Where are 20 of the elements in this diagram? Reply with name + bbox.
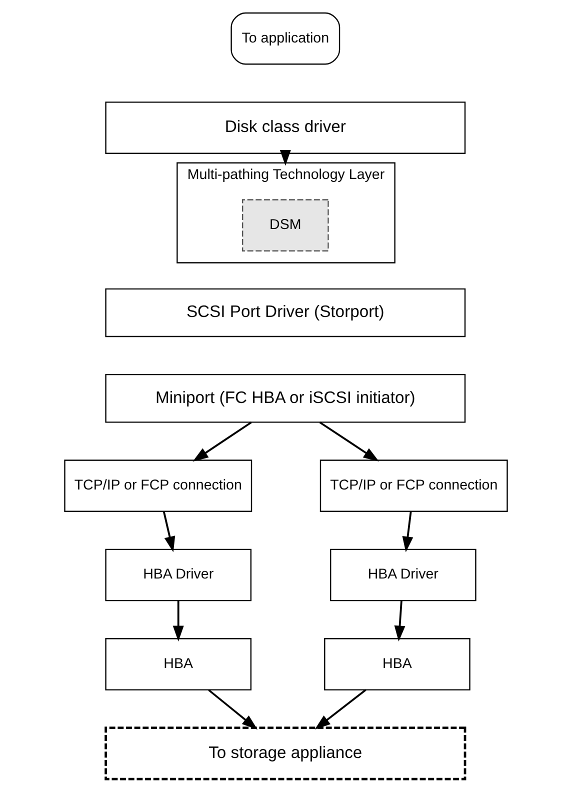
node-box: TCP/IP or FCP connection [319,460,508,512]
arrow [279,150,290,166]
arrow [318,422,379,462]
node-box: HBA [104,638,251,690]
arrow [314,689,366,730]
arrow [394,600,405,642]
node-box: To application [230,12,340,65]
node-box: DSM [242,199,328,252]
node-box: HBA [324,638,470,690]
node-box: HBA Driver [330,548,476,602]
arrow [402,512,413,552]
node-box: Miniport (FC HBA or iSCSI initiator) [104,374,466,423]
node-box: TCP/IP or FCP connection [64,460,252,512]
node-box: SCSI Port Driver (Storport) [104,288,466,338]
arrow [172,600,184,642]
node-box: HBA Driver [104,548,251,602]
arrow [162,511,175,552]
node-box: To storage appliance [104,726,466,780]
arrow [208,689,258,730]
arrow [192,422,252,462]
